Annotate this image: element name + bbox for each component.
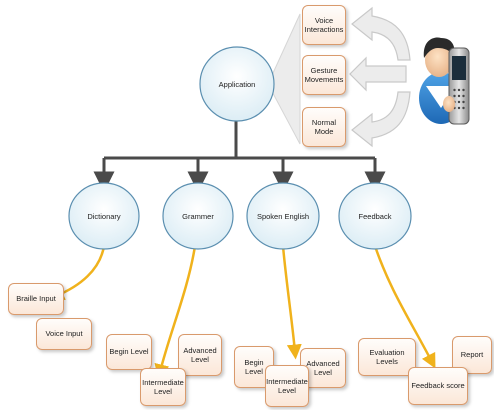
- mode-gesture-movements: Gesture Movements: [302, 55, 346, 95]
- tree-connectors: [93, 115, 386, 193]
- grammer-intermediate-level: Intermediate Level: [140, 368, 186, 406]
- node-spoken-english-label: Spoken English: [257, 212, 309, 221]
- node-dictionary-label: Dictionary: [87, 212, 121, 221]
- node-application: Application: [199, 46, 275, 122]
- feedback-score: Feedback score: [408, 367, 468, 405]
- grammer-begin-level: Begin Level: [106, 334, 152, 370]
- user-with-phone-icon: [419, 37, 470, 125]
- user-to-modes-arrows: [349, 6, 411, 148]
- mode-voice-interactions: Voice Interactions: [302, 5, 346, 45]
- node-grammer-label: Grammer: [182, 212, 214, 221]
- node-application-label: Application: [219, 80, 256, 89]
- item-braille-input: Braille Input: [8, 283, 64, 315]
- node-grammer: Grammer: [162, 182, 234, 250]
- input-funnel: [267, 13, 301, 145]
- feedback-evaluation-levels: Evaluation Levels: [358, 338, 416, 376]
- item-voice-input: Voice Input: [36, 318, 92, 350]
- node-spoken-english: Spoken English: [246, 182, 320, 250]
- grammer-advanced-level: Advanced Level: [178, 334, 222, 376]
- node-feedback-label: Feedback: [359, 212, 392, 221]
- spoken-intermediate-level: Intermediate Level: [265, 365, 309, 407]
- node-dictionary: Dictionary: [68, 182, 140, 250]
- mode-normal: Normal Mode: [302, 107, 346, 147]
- node-feedback: Feedback: [338, 182, 412, 250]
